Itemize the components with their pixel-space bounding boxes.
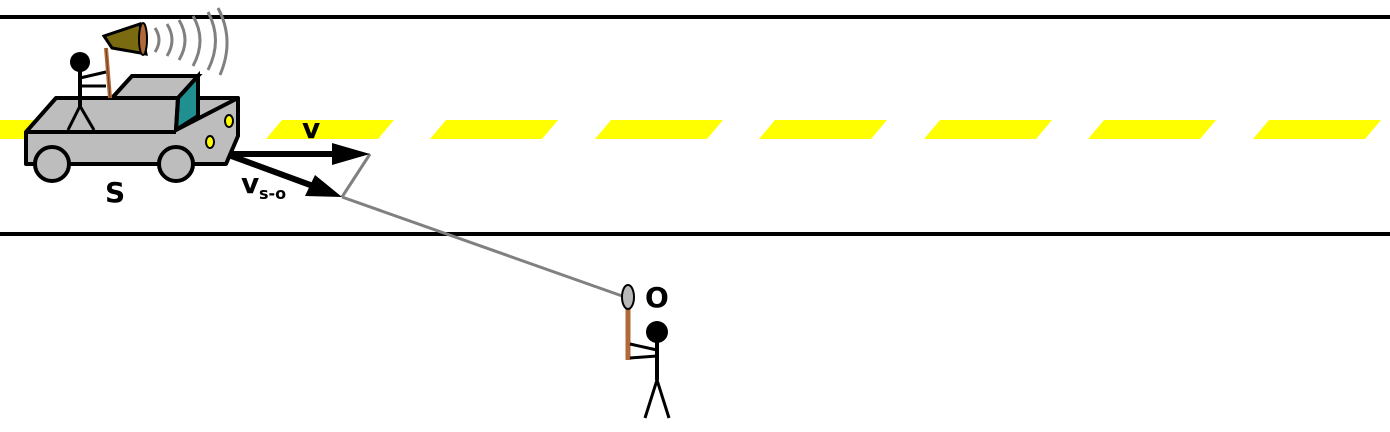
relative-velocity-subscript: s-o [259,184,286,203]
truck-with-megaphone-icon [24,22,240,183]
lane-dash [1088,120,1216,139]
lane-dash [595,120,723,139]
lane-dash [430,120,558,139]
observer-label: O [645,281,669,314]
sound-waves-icon [153,7,229,76]
velocity-projection-line [340,153,372,198]
velocity-label: v [302,112,320,145]
relative-velocity-arrow [224,151,342,197]
lane-dash [1253,120,1381,139]
source-label: S [105,176,125,209]
person-with-microphone-icon [621,284,671,419]
relative-velocity-label: v [241,167,259,200]
sight-line [341,195,626,299]
lane-dash [759,120,887,139]
lane-dash [266,120,394,139]
velocity-arrow [226,143,370,165]
lane-dash [924,120,1052,139]
lane-dashes [0,120,1381,139]
